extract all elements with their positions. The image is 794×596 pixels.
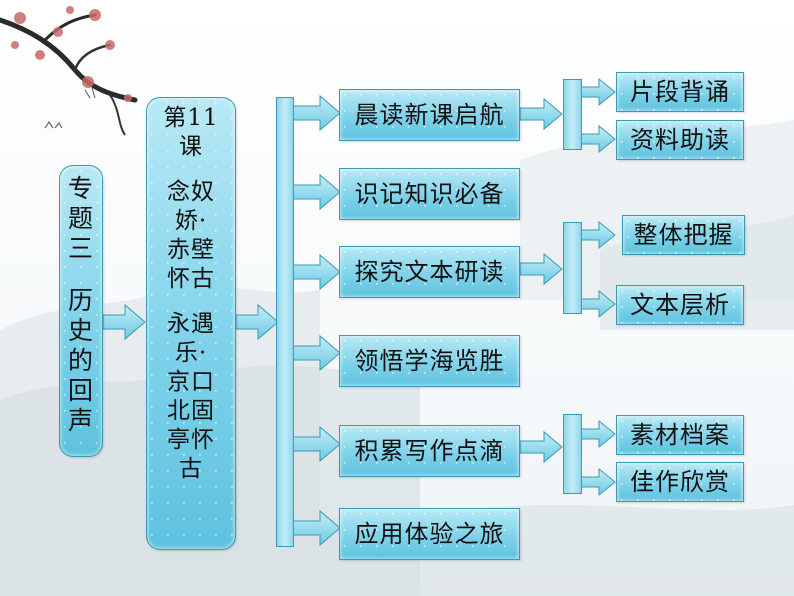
section-box-1[interactable]: 晨读新课启航 — [339, 89, 520, 141]
child-label: 素材档案 — [630, 421, 730, 449]
section-label: 晨读新课启航 — [354, 101, 505, 129]
poem2-line: 永遇 — [167, 311, 215, 337]
child-label: 资料助读 — [630, 126, 730, 154]
poem1-line: 念奴 — [167, 179, 215, 205]
section-label: 领悟学海览胜 — [354, 347, 505, 375]
section-label: 应用体验之旅 — [354, 520, 505, 548]
child-label: 整体把握 — [633, 221, 734, 249]
section-box-3[interactable]: 探究文本研读 — [339, 246, 520, 298]
section-box-5[interactable]: 积累写作点滴 — [339, 425, 520, 477]
child-label: 片段背诵 — [630, 78, 730, 106]
sub-connector-bar-2 — [563, 222, 582, 314]
sub-connector-bar-1 — [563, 79, 582, 150]
topic-box: 专 题 三 历 史 的 回 声 — [59, 165, 103, 457]
section-label: 探究文本研读 — [354, 258, 505, 286]
lesson-box: 第11 课 念奴 娇· 赤壁 怀古 永遇 乐· 京口 北固 亭怀 古 — [146, 97, 236, 550]
child-box[interactable]: 佳作欣赏 — [616, 462, 744, 502]
child-label: 佳作欣赏 — [630, 468, 730, 496]
child-box[interactable]: 片段背诵 — [616, 72, 744, 112]
topic-char: 历 — [67, 286, 94, 315]
child-box[interactable]: 文本层析 — [616, 285, 744, 325]
topic-char: 回 — [67, 376, 94, 405]
poem2-line: 亭怀 — [167, 427, 215, 453]
section-box-6[interactable]: 应用体验之旅 — [339, 508, 520, 560]
topic-char: 的 — [67, 346, 94, 375]
poem2-line: 京口 — [167, 369, 215, 395]
poem1-line: 怀古 — [167, 266, 215, 292]
topic-char: 史 — [67, 316, 94, 345]
section-label: 积累写作点滴 — [354, 437, 505, 465]
topic-char: 专 — [67, 174, 94, 203]
main-connector-bar — [276, 97, 294, 547]
topic-char: 三 — [67, 234, 94, 263]
lesson-heading: 第11 — [163, 105, 219, 131]
poem1-line: 赤壁 — [167, 237, 215, 263]
child-box[interactable]: 素材档案 — [616, 415, 744, 455]
sub-connector-bar-3 — [563, 414, 582, 494]
poem2-line: 乐· — [174, 340, 208, 366]
topic-char: 声 — [67, 406, 94, 435]
poem2-line: 北固 — [167, 398, 215, 424]
section-box-4[interactable]: 领悟学海览胜 — [339, 335, 520, 387]
section-box-2[interactable]: 识记知识必备 — [339, 168, 520, 220]
lesson-heading: 课 — [179, 134, 203, 160]
topic-char: 题 — [67, 204, 94, 233]
poem1-line: 娇· — [174, 208, 208, 234]
section-label: 识记知识必备 — [354, 180, 505, 208]
child-box[interactable]: 整体把握 — [622, 215, 745, 255]
poem2-line: 古 — [179, 456, 203, 482]
plum-blossom-branch — [0, 6, 138, 136]
child-box[interactable]: 资料助读 — [616, 120, 744, 160]
child-label: 文本层析 — [630, 291, 730, 319]
